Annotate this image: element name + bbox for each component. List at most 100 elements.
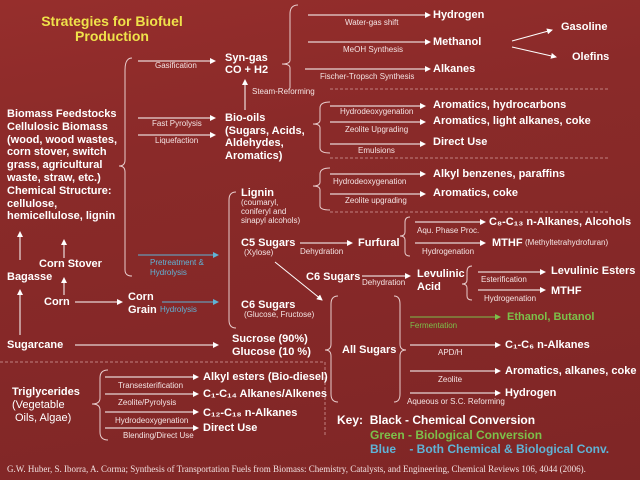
legend-key-label: Key:	[337, 413, 364, 427]
product-methanol: Methanol	[433, 36, 482, 48]
product-olefins: Olefins	[572, 51, 610, 63]
node-all-sugars: All Sugars	[342, 344, 397, 356]
triglycerides-detail: Oils, Algae)	[15, 412, 72, 424]
label-dehydration: Dehydration	[300, 247, 344, 256]
node-c6-sugars-b: C6 Sugars	[306, 271, 361, 283]
lignin-detail: (coumaryl,	[241, 198, 279, 208]
product-aromatics-light-alkanes: Aromatics, light alkanes, coke	[433, 115, 591, 127]
legend-black: Black - Chemical Conversion	[369, 413, 536, 427]
label-hydrodeoxygenation: Hydrodeoxygenation	[115, 416, 189, 425]
node-c5-sugars: C5 Sugars(Xylose)	[241, 237, 295, 258]
label-gasification: Gasification	[155, 61, 197, 70]
label-hydrodeoxygenation: Hydrodeoxygenation	[333, 177, 407, 186]
label-steam-reforming: Steam-Reforming	[252, 87, 315, 96]
biooils-detail: Aromatics)	[225, 149, 283, 162]
label-zeolite: Zeolite	[438, 375, 463, 384]
label-fast-pyrolysis: Fast Pyrolysis	[152, 119, 202, 128]
source-corn-stover: Corn Stover	[39, 258, 102, 270]
source-bagasse: Bagasse	[7, 271, 53, 283]
corn-grain-line: Grain	[128, 304, 157, 316]
label-pretreatment-hydrolysis: Hydrolysis	[150, 268, 187, 277]
product-direct-use: Direct Use	[433, 136, 488, 148]
label-aqueous-phase: Aqu. Phase Proc.	[417, 226, 480, 235]
legend: Key: Black - Chemical Conversion Green -…	[337, 413, 609, 457]
label-dehydration: Dehydration	[362, 278, 406, 287]
lignin-detail: sinapyl alcohols)	[241, 215, 301, 225]
node-c6-sugars: C6 Sugars(Glucose, Fructose)	[241, 299, 314, 320]
glucose-line: Glucose (10 %)	[232, 346, 311, 358]
feedstock-line: Chemical Structure:	[7, 184, 112, 197]
c5-name: C5 Sugars	[241, 237, 296, 249]
label-pretreatment: Pretreatment &	[150, 258, 204, 267]
label-zeolite-upgrading: Zeolite upgrading	[345, 196, 407, 205]
sucrose-line: Sucrose (90%)	[232, 333, 308, 345]
product-ethanol-butanol: Ethanol, Butanol	[507, 311, 595, 323]
feedstock-line: corn stover, switch	[7, 146, 107, 159]
lignin-detail: coniferyl and	[241, 206, 287, 216]
label-fermentation: Fermentation	[410, 321, 458, 330]
biomass-feedstocks: Biomass Feedstocks Cellulosic Biomass (w…	[7, 108, 117, 223]
mthf-note: (Methyltetrahydrofuran)	[525, 238, 609, 247]
product-direct-use: Direct Use	[203, 422, 258, 434]
product-alkanes: Alkanes	[433, 63, 476, 75]
feedstock-line: hemicellulose, lignin	[7, 210, 116, 223]
legend-green: Green - Biological Conversion	[370, 427, 543, 442]
feedstock-line: Cellulosic Biomass	[7, 120, 108, 133]
label-zeolite-upgrading: Zeolite Upgrading	[345, 125, 409, 134]
label-aqueous-reforming: Aqueous or S.C. Reforming	[407, 397, 505, 406]
product-mthf: MTHF	[551, 285, 582, 297]
label-zeolite-pyrolysis: Zeolite/Pyrolysis	[118, 398, 177, 407]
c6-name: C6 Sugars	[241, 299, 296, 311]
product-alkyl-benzenes: Alkyl benzenes, paraffins	[433, 168, 566, 180]
biooils-detail: Aldehydes,	[225, 137, 284, 149]
product-c1-c6-alkanes: C₁-C₆ n-Alkanes	[505, 339, 590, 351]
source-corn: Corn	[44, 296, 70, 308]
source-sugarcane: Sugarcane	[7, 339, 64, 351]
feedstock-line: (wood, wood wastes,	[7, 133, 118, 146]
label-meoh-synthesis: MeOH Synthesis	[343, 45, 404, 54]
product-aromatics-alkanes-coke: Aromatics, alkanes, coke	[505, 365, 637, 377]
label-hydrogenation: Hydrogenation	[484, 294, 537, 303]
product-levulinic-esters: Levulinic Esters	[551, 265, 636, 277]
product-c1-c14-alkanes: C₁-C₁₄ Alkanes/Alkenes	[203, 388, 327, 400]
label-apd-h: APD/H	[438, 348, 463, 357]
node-sucrose-glucose: Sucrose (90%)Glucose (10 %)	[232, 333, 311, 359]
triglycerides-detail: (Vegetable	[12, 399, 65, 411]
c5-detail: (Xylose)	[244, 248, 274, 258]
product-alkyl-esters: Alkyl esters (Bio-diesel)	[203, 371, 328, 383]
label-hydrogenation: Hydrogenation	[422, 247, 475, 256]
title-line-2: Production	[75, 28, 149, 45]
feedstock-line: cellulose,	[7, 197, 58, 210]
syngas-formula: CO + H2	[225, 64, 269, 77]
feedstock-line: Biomass Feedstocks	[7, 108, 117, 120]
label-emulsions: Emulsions	[358, 146, 395, 155]
product-mthf: MTHF	[492, 237, 523, 249]
feedstock-line: grass, agricultural	[7, 159, 103, 172]
biooils-name: Bio-oils	[225, 112, 266, 124]
label-transesterification: Transesterification	[118, 381, 184, 390]
label-liquefaction: Liquefaction	[155, 136, 199, 145]
product-gasoline: Gasoline	[561, 21, 608, 33]
syngas-name: Syn-gas	[225, 52, 268, 64]
node-bio-oils: Bio-oils(Sugars, Acids,Aldehydes,Aromati…	[225, 112, 305, 162]
biooils-detail: (Sugars, Acids,	[225, 124, 305, 137]
product-c8-c13-alkanes: C₈-C₁₃ n-Alkanes, Alcohols	[489, 216, 632, 228]
levulinic-line: Acid	[417, 281, 441, 293]
triglycerides-name: Triglycerides	[12, 386, 80, 398]
levulinic-line: Levulinic	[417, 268, 465, 280]
title-line-1: Strategies for Biofuel	[41, 13, 183, 29]
label-esterification: Esterification	[481, 275, 527, 284]
legend-blue: Blue - Both Chemical & Biological Conv.	[370, 442, 610, 456]
product-c12-c18-alkanes: C₁₂-C₁₈ n-Alkanes	[203, 407, 298, 419]
product-aromatics-coke: Aromatics, coke	[433, 187, 518, 199]
label-water-gas-shift: Water-gas shift	[345, 18, 399, 27]
product-hydrogen: Hydrogen	[505, 387, 557, 399]
label-hydrolysis: Hydrolysis	[160, 305, 197, 314]
node-furfural: Furfural	[358, 237, 400, 249]
product-aromatics-hydrocarbons: Aromatics, hydrocarbons	[433, 99, 567, 111]
